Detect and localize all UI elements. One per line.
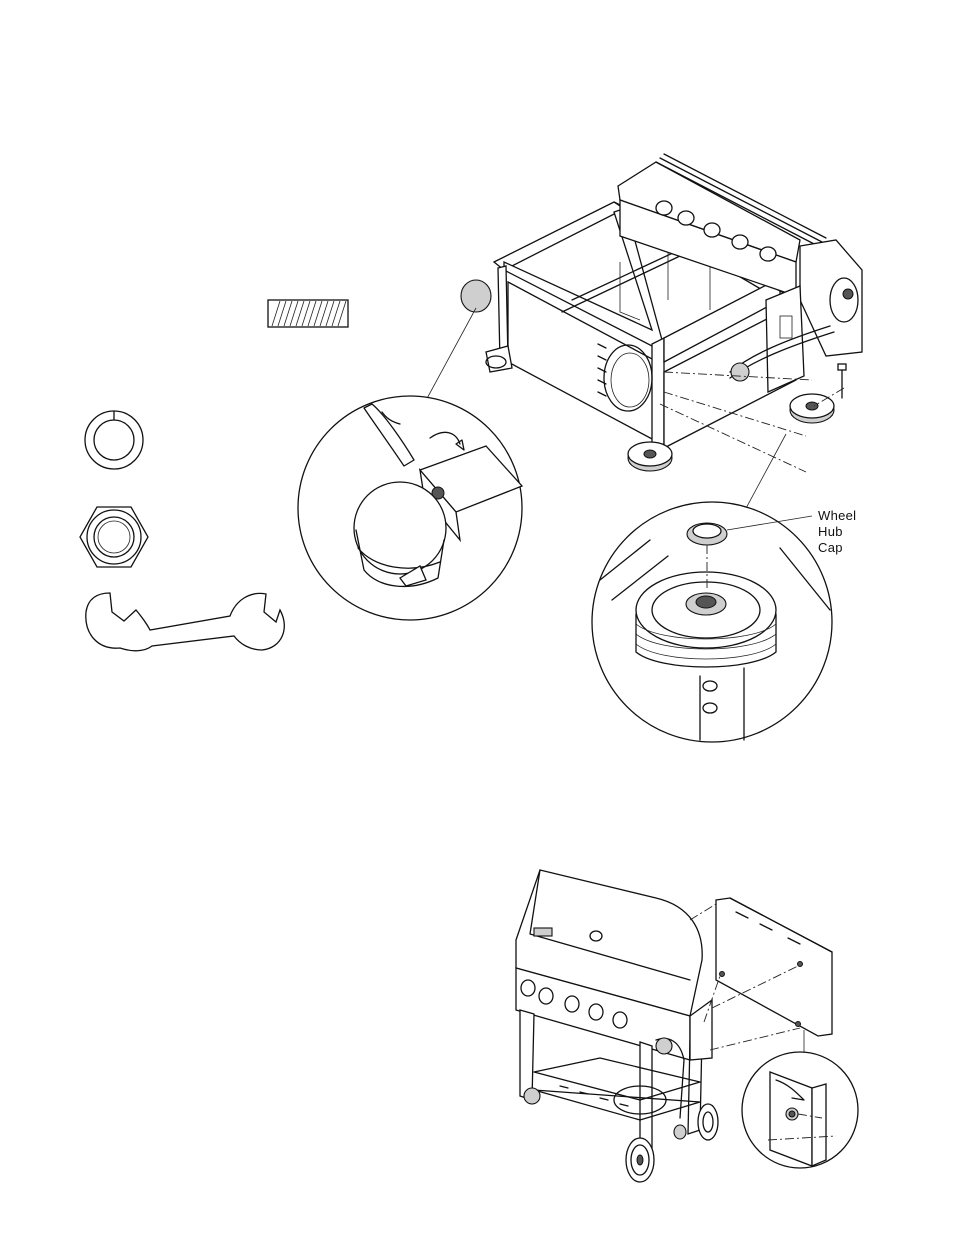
callout-line-1: Wheel bbox=[818, 508, 898, 524]
axle-bolt-icon bbox=[838, 364, 846, 398]
threaded-bolt-icon bbox=[268, 300, 348, 327]
figure-1-cart-frame-assembly bbox=[80, 154, 862, 742]
figure-2-side-shelf-assembly bbox=[516, 870, 858, 1182]
detail-circle-side-shelf-bolt bbox=[742, 1052, 858, 1168]
callout-line-2: Hub bbox=[818, 524, 898, 540]
side-shelf-panel bbox=[716, 898, 832, 1036]
leg-cap-icon bbox=[461, 280, 491, 312]
lock-washer-icon bbox=[85, 411, 143, 469]
wheel-hub-cap-callout: Wheel Hub Cap bbox=[818, 508, 898, 556]
hex-nut-icon bbox=[80, 507, 148, 567]
detail-circle-leg-cap bbox=[298, 396, 522, 620]
open-end-wrench-icon bbox=[86, 593, 284, 651]
callout-line-3: Cap bbox=[818, 540, 898, 556]
detail-circle-wheel-hub-cap bbox=[592, 502, 832, 742]
